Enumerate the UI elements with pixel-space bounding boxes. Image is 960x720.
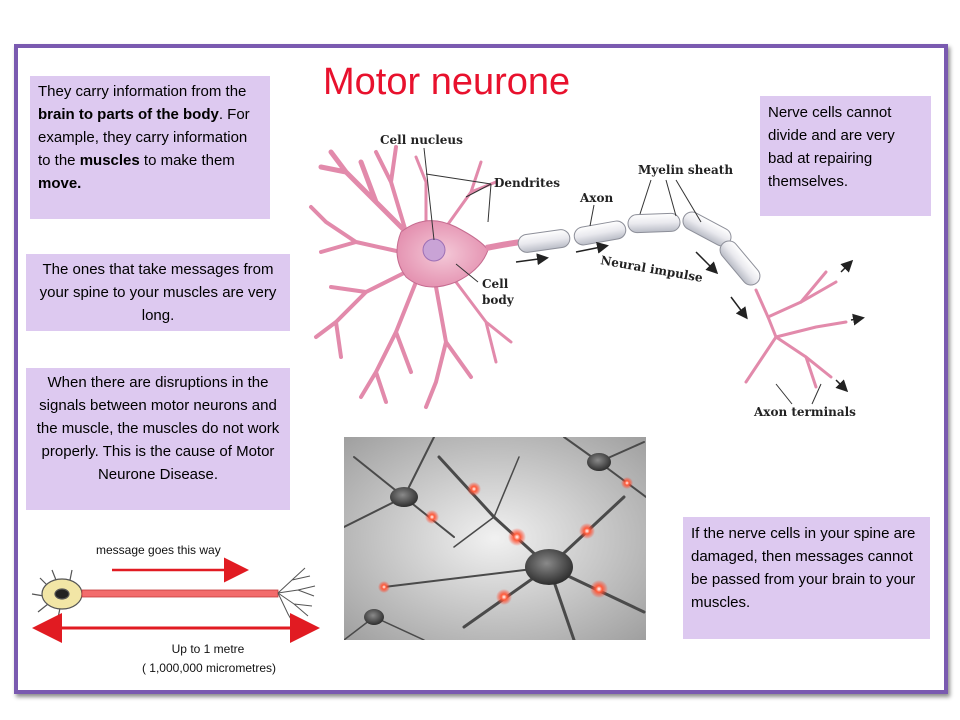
neuron-length-diagram: message goes this way Up to [30, 540, 330, 680]
label-axon: Axon [579, 191, 613, 205]
info-box-function: They carry information from the brain to… [30, 76, 270, 219]
motor-neuron-diagram: Cell nucleus Dendrites Axon Myelin sheat… [306, 122, 872, 428]
info-box-repair: Nerve cells cannot divide and are very b… [760, 96, 931, 216]
box1-text-2: . For example, they carry information to… [38, 106, 250, 169]
small-axon [81, 589, 279, 598]
cell-nucleus [422, 238, 446, 262]
box1-text: They carry information from the [38, 83, 247, 100]
box1-bold-muscles: muscles [79, 152, 140, 169]
box1-text-3: to make them [139, 152, 235, 169]
small-neuron [31, 569, 83, 619]
info-box-disease: When there are disruptions in the signal… [26, 368, 290, 510]
label-dendrites: Dendrites [494, 176, 560, 190]
info-box-damage: If the nerve cells in your spine are dam… [683, 517, 930, 639]
message-direction-label: message goes this way [96, 543, 221, 557]
label-cell-nucleus: Cell nucleus [380, 133, 463, 147]
box1-bold-brain: brain to parts of the body [38, 106, 219, 123]
label-cell-body-1: Cell [482, 277, 509, 291]
page-title: Motor neurone [323, 61, 571, 103]
label-axon-terminals: Axon terminals [753, 405, 856, 419]
label-myelin-sheath: Myelin sheath [638, 163, 733, 177]
myelin-sheath [517, 211, 761, 286]
axon-terminals [744, 270, 848, 389]
info-box-length: The ones that take messages from your sp… [26, 254, 290, 331]
length-label-line2: ( 1,000,000 micrometres) [141, 661, 277, 675]
length-label-line1: Up to 1 metre [171, 642, 245, 656]
box1-bold-move: move. [38, 175, 82, 192]
label-neural-impulse: Neural impulse [599, 253, 704, 285]
neuron-network-image [344, 437, 646, 640]
label-cell-body-2: body [482, 293, 515, 307]
dendrites [309, 145, 513, 409]
